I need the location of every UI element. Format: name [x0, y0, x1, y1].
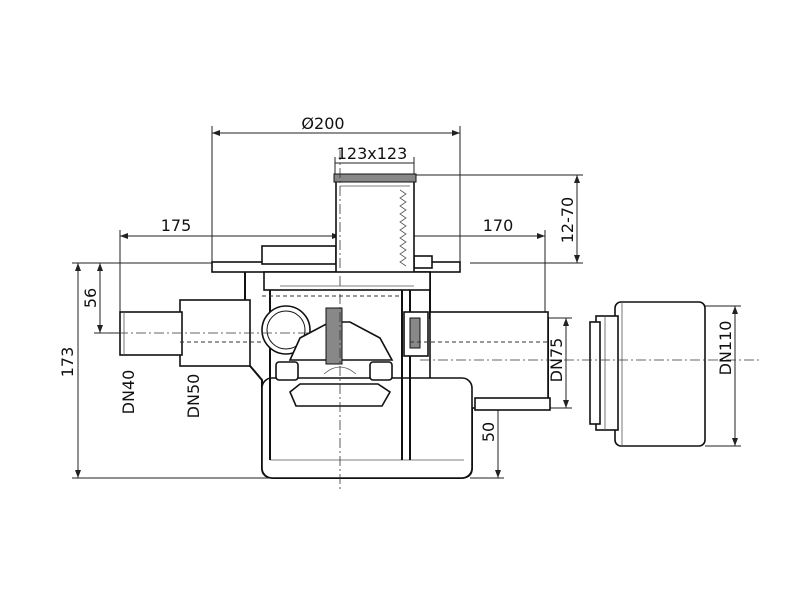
- dimension-labels: Ø200 123x123 175 170 12-70 56 173 DN40 D…: [58, 114, 735, 442]
- label-dn50: DN50: [184, 374, 203, 419]
- label-height-12-70: 12-70: [558, 197, 577, 244]
- label-len-170: 170: [483, 216, 514, 235]
- center-lines: [100, 150, 760, 492]
- label-dn40: DN40: [119, 370, 138, 415]
- label-dn110: DN110: [716, 321, 735, 376]
- label-dn75: DN75: [547, 338, 566, 383]
- label-dia-200: Ø200: [301, 114, 344, 133]
- label-len-175: 175: [161, 216, 192, 235]
- grate-riser: [263, 173, 431, 291]
- adapter-dn110: [589, 301, 706, 447]
- label-height-56: 56: [81, 288, 100, 308]
- label-height-50: 50: [479, 422, 498, 442]
- trap-internals: [275, 307, 429, 407]
- label-height-173: 173: [58, 347, 77, 378]
- dimension-lines: [72, 126, 741, 479]
- label-grate-123: 123x123: [337, 144, 408, 163]
